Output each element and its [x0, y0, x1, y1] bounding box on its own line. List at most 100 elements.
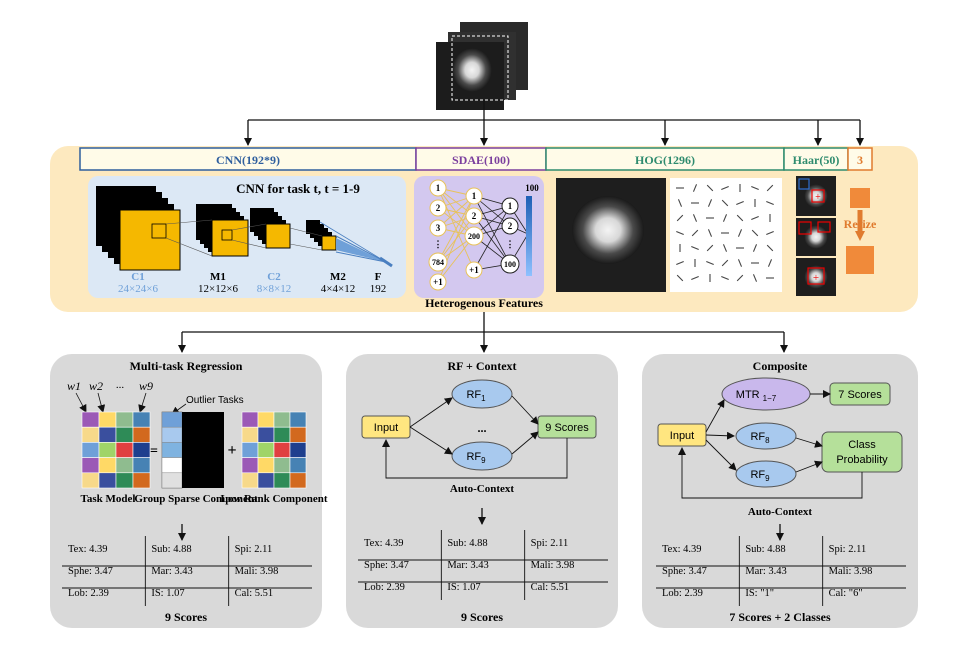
sdae-hidden-node: 1: [472, 191, 477, 201]
table-cell: Spi: 2.11: [531, 538, 569, 549]
sdae-input-node: 2: [436, 203, 441, 213]
composite-footer: 7 Scores + 2 Classes: [729, 610, 831, 624]
table-cell: Mar: 3.43: [745, 566, 786, 577]
rf-output-box: 9 Scores: [545, 422, 589, 434]
rf-ellipsis: ...: [478, 421, 487, 435]
rf9-label: RF: [466, 451, 481, 463]
equals-sign: =: [150, 444, 158, 459]
table-cell: IS: "1": [745, 588, 774, 599]
rf-footer: 9 Scores: [461, 610, 503, 624]
table-cell: IS: 1.07: [447, 582, 480, 593]
sdae-input-node: 3: [436, 223, 441, 233]
cnn-layer-m2-size: 4×4×12: [321, 283, 355, 295]
hog-segment-label: HOG(1296): [635, 153, 695, 167]
sdae-input-node: 1: [436, 183, 441, 193]
low-rank-matrix: [241, 411, 307, 489]
rf-panel: RF + Context Input RF1 ... RF9 9 Scores …: [346, 354, 618, 628]
w-ellipsis: ...: [116, 379, 125, 391]
task-model-matrix: [81, 411, 151, 489]
rf9-node-sub: 9: [765, 474, 770, 483]
sdae-segment-label: SDAE(100): [452, 153, 510, 167]
heterogenous-features-label: Heterogenous Features: [425, 296, 543, 310]
cnn-layer-f-size: 192: [370, 283, 387, 295]
composite-title: Composite: [753, 359, 808, 373]
rf1-sub: 1: [481, 394, 486, 403]
rf8-sub: 8: [765, 436, 770, 445]
input-ct-patches: [436, 22, 528, 110]
extra-segment-label: 3: [857, 153, 863, 167]
cnn-title: CNN for task t, t = 1-9: [236, 181, 360, 196]
svg-text:RF9: RF9: [750, 469, 770, 483]
w9-label: w9: [139, 379, 153, 393]
rf9-sub: 9: [481, 456, 486, 465]
table-cell: Spi: 2.11: [829, 544, 867, 555]
cnn-segment-label: CNN(192*9): [216, 153, 280, 167]
cnn-layer-c2-size: 8×8×12: [257, 283, 291, 295]
table-cell: Mali: 3.98: [235, 566, 279, 577]
table-cell: Sphe: 3.47: [68, 566, 113, 577]
feature-label-bar: CNN(192*9) SDAE(100) HOG(1296) Haar(50) …: [79, 147, 873, 171]
sdae-output-node: 1: [508, 201, 513, 211]
rf-title: RF + Context: [447, 359, 516, 373]
plus-sign: +: [227, 442, 236, 459]
task-model-label: Task Model: [81, 493, 136, 505]
mtr-title: Multi-task Regression: [130, 359, 243, 373]
rf9-node-label: RF: [750, 469, 765, 481]
sdae-input-node: ⋮: [434, 239, 443, 249]
table-cell: Spi: 2.11: [235, 544, 273, 555]
haar-block: + +: [796, 176, 836, 296]
composite-scores-box: 7 Scores: [838, 389, 882, 401]
composite-auto-context: Auto-Context: [748, 506, 812, 518]
sdae-input-node: 784: [432, 258, 444, 267]
cnn-layer-m1-name: M1: [210, 271, 226, 283]
haar-segment-label: Haar(50): [793, 153, 840, 167]
table-cell: Sphe: 3.47: [662, 566, 707, 577]
table-cell: Mali: 3.98: [531, 560, 575, 571]
svg-text:RF8: RF8: [750, 431, 770, 445]
mtr-node-label: MTR: [736, 389, 760, 401]
table-cell: Sphe: 3.47: [364, 560, 409, 571]
outlier-tasks-label: Outlier Tasks: [186, 395, 244, 406]
cnn-layer-m1-size: 12×12×6: [198, 283, 238, 295]
mtr-node-sub: 1−7: [763, 394, 777, 403]
cnn-layer-f-name: F: [375, 271, 382, 283]
table-cell: IS: 1.07: [151, 588, 184, 599]
cnn-layer-m2-name: M2: [330, 271, 346, 283]
low-rank-label: Low Rank Component: [221, 493, 328, 505]
table-cell: Cal: "6": [829, 588, 863, 599]
table-cell: Mar: 3.43: [447, 560, 488, 571]
sdae-output-node: ⋮: [506, 239, 515, 249]
w2-label: w2: [89, 379, 103, 393]
resize-label: Resize: [844, 217, 877, 231]
composite-input-box: Input: [670, 430, 694, 442]
resize-block: Resize: [844, 188, 877, 274]
w1-label: w1: [67, 379, 81, 393]
sdae-hidden-node: 200: [468, 232, 480, 241]
rf8-label: RF: [750, 431, 765, 443]
svg-text:RF9: RF9: [466, 451, 486, 465]
sdae-output-node: 2: [508, 221, 513, 231]
table-cell: Tex: 4.39: [364, 538, 404, 549]
table-cell: Sub: 4.88: [745, 544, 785, 555]
table-cell: Tex: 4.39: [68, 544, 108, 555]
table-cell: Lob: 2.39: [68, 588, 109, 599]
table-cell: Mar: 3.43: [151, 566, 192, 577]
table-cell: Lob: 2.39: [364, 582, 405, 593]
svg-text:+: +: [813, 272, 819, 284]
sdae-hidden-node: 2: [472, 211, 477, 221]
table-cell: Cal: 5.51: [531, 582, 570, 593]
sdae-block: 1 2 3 ⋮ 784 +1 1 2 200 +1 1 2 ⋮: [414, 176, 544, 298]
svg-text:+: +: [815, 192, 821, 203]
rf1-label: RF: [466, 389, 481, 401]
cnn-block: CNN for task t, t = 1-9: [88, 176, 406, 298]
mtr-footer: 9 Scores: [165, 610, 207, 624]
rf-auto-context: Auto-Context: [450, 483, 514, 495]
svg-text:RF1: RF1: [466, 389, 486, 403]
sdae-top-label: 100: [525, 183, 539, 193]
mtr-panel: Multi-task Regression w1 w2 ... w9 = Out…: [50, 354, 328, 628]
